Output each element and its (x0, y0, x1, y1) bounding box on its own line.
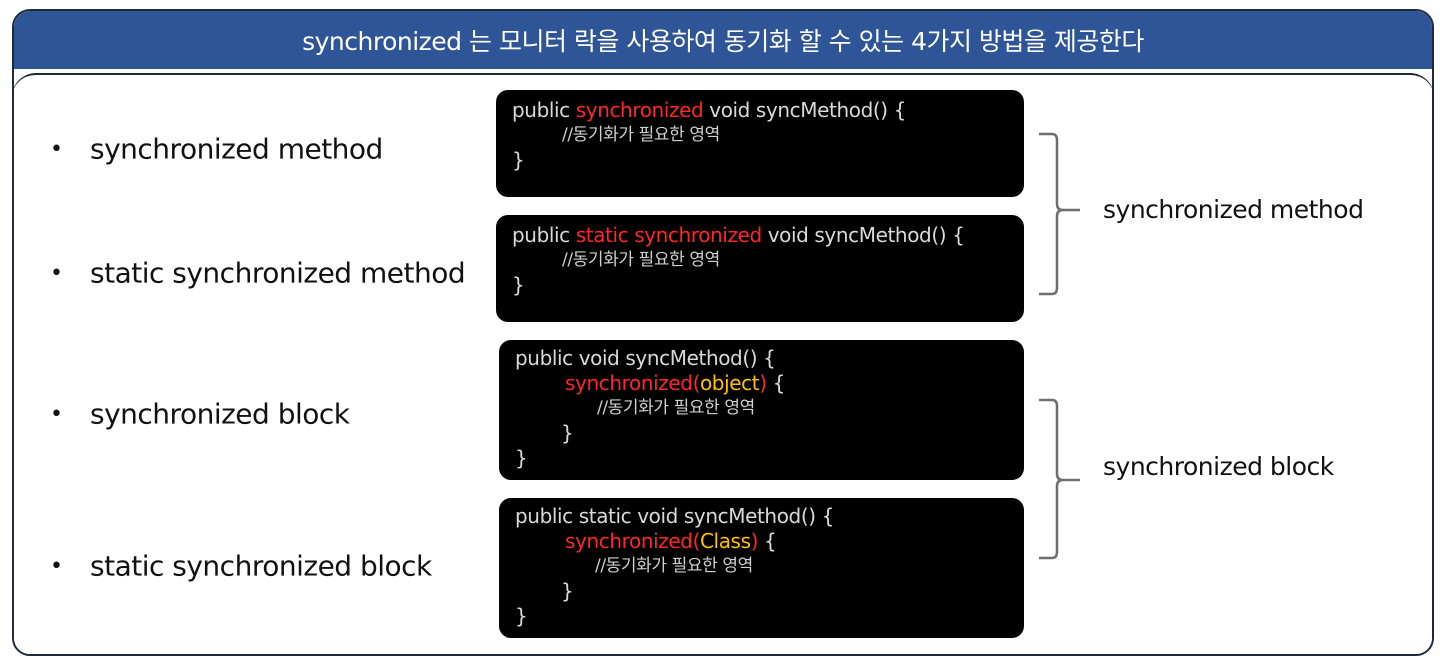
code-paren: ) (759, 371, 767, 395)
bullet-label: synchronized block (90, 397, 350, 431)
code-block-sync-method: public synchronized void syncMethod() { … (496, 90, 1024, 197)
code-paren: ( (692, 371, 701, 395)
title-bar: synchronized 는 모니터 락을 사용하여 동기화 할 수 있는 4가… (14, 11, 1432, 69)
code-line: synchronized(Class) { (515, 529, 1008, 554)
bullet-dot: • (50, 260, 63, 286)
code-block-static-sync-block: public static void syncMethod() { synchr… (499, 498, 1024, 638)
bullet-label: synchronized method (90, 132, 383, 166)
group-label-synchronized-method: synchronized method (1103, 195, 1364, 224)
code-block-sync-block: public void syncMethod() { synchronized(… (499, 340, 1024, 480)
bullet-item-static-synchronized-block: • static synchronized block (50, 548, 432, 583)
code-comment: //동기화가 필요한 영역 (562, 250, 720, 270)
bullet-item-synchronized-block: • synchronized block (50, 396, 350, 431)
code-comment: //동기화가 필요한 영역 (595, 556, 753, 576)
bullet-label: static synchronized method (90, 256, 466, 290)
code-text: public (512, 98, 576, 122)
code-text: public (512, 223, 576, 247)
code-line: public synchronized void syncMethod() { (512, 98, 1008, 123)
code-keyword: static synchronized (575, 223, 762, 247)
code-keyword: synchronized (565, 371, 693, 395)
code-close-brace: } (512, 273, 525, 297)
code-close-brace: } (561, 421, 574, 445)
code-comment: //동기화가 필요한 영역 (597, 398, 755, 418)
right-brace-block-icon (1039, 398, 1080, 560)
bullet-dot: • (50, 136, 63, 162)
code-text: { (766, 371, 786, 395)
bullet-label: static synchronized block (90, 549, 432, 583)
code-text: void syncMethod() { (703, 98, 906, 122)
code-paren: ( (692, 529, 701, 553)
page-title: synchronized 는 모니터 락을 사용하여 동기화 할 수 있는 4가… (302, 27, 1144, 56)
code-keyword: synchronized (565, 529, 693, 553)
right-brace-method-icon (1039, 132, 1080, 296)
code-close-brace: } (515, 604, 528, 628)
code-paren: ) (750, 529, 759, 553)
bullet-dot: • (50, 553, 63, 579)
code-comment: //동기화가 필요한 영역 (562, 125, 720, 145)
bullet-item-synchronized-method: • synchronized method (50, 131, 383, 166)
code-line: public static synchronized void syncMeth… (512, 223, 1008, 248)
code-argument: Class (699, 529, 751, 553)
group-label-synchronized-block: synchronized block (1103, 452, 1334, 481)
code-text: { (758, 529, 777, 553)
code-line: synchronized(object) { (515, 371, 1008, 396)
code-argument: object (699, 371, 760, 395)
bullet-item-static-synchronized-method: • static synchronized method (50, 255, 466, 290)
code-close-brace: } (561, 579, 574, 603)
bullet-dot: • (50, 401, 63, 427)
code-block-static-sync-method: public static synchronized void syncMeth… (496, 215, 1024, 322)
code-keyword: synchronized (575, 98, 704, 122)
code-close-brace: } (512, 148, 525, 172)
code-text: void syncMethod() { (761, 223, 965, 247)
code-line: public void syncMethod() { (515, 346, 776, 370)
code-line: public static void syncMethod() { (515, 504, 834, 528)
code-close-brace: } (515, 446, 528, 470)
